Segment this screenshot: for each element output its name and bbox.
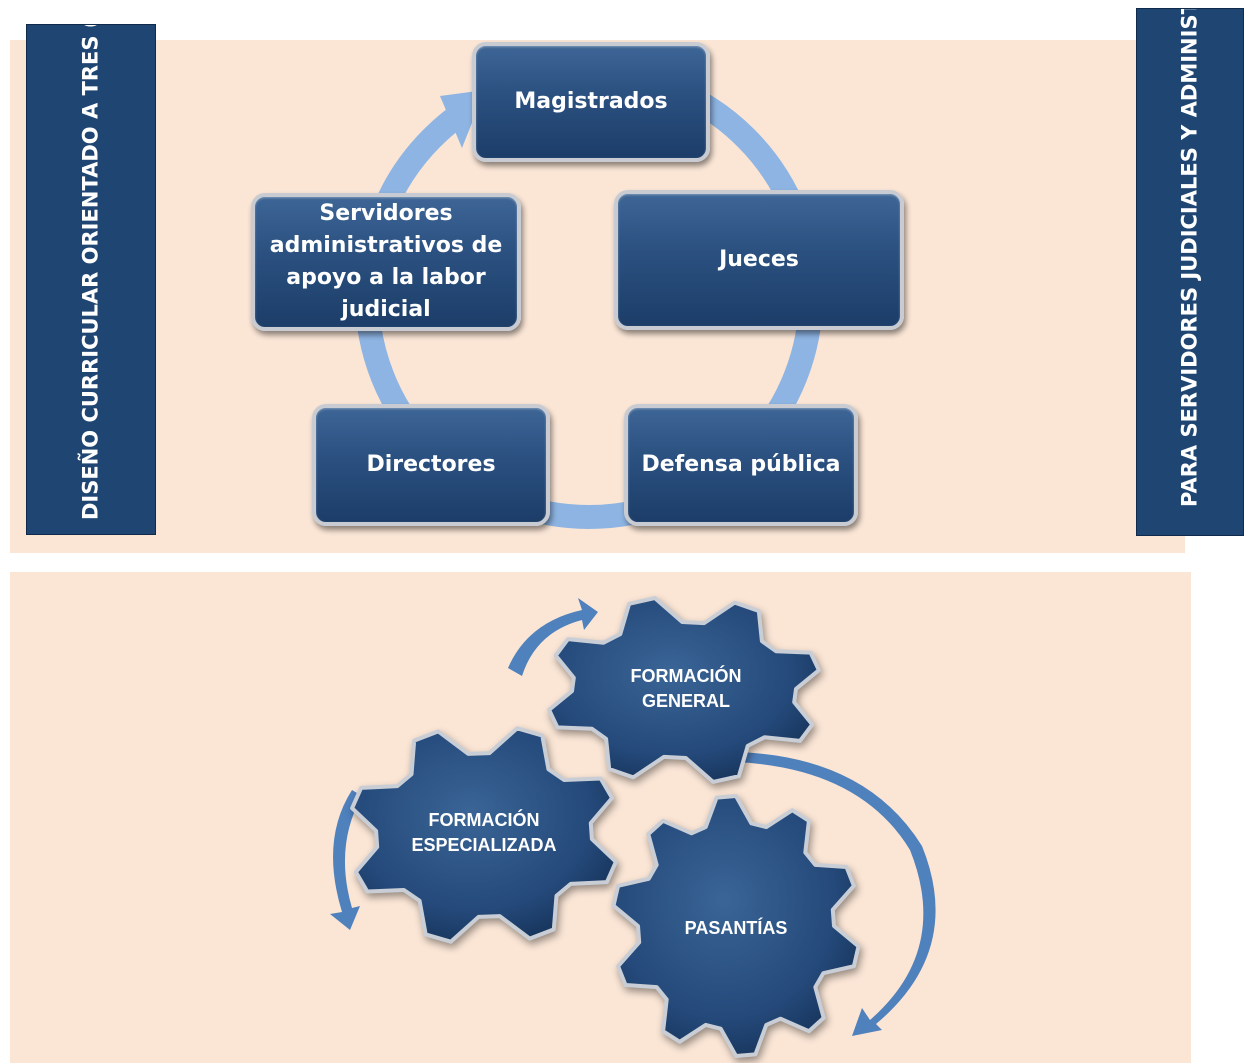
gear-formacion-general bbox=[547, 596, 821, 784]
node-jueces: Jueces bbox=[614, 190, 904, 330]
node-servidores-administrativos: Servidores administrativos de apoyo a la… bbox=[251, 193, 521, 331]
node-directores: Directores bbox=[312, 404, 550, 526]
gear-arrow-top bbox=[508, 598, 598, 676]
gear-formacion-especializada bbox=[350, 726, 618, 944]
gear-pasantias bbox=[611, 794, 861, 1058]
node-magistrados: Magistrados bbox=[472, 42, 710, 162]
node-defensa-publica: Defensa pública bbox=[624, 404, 858, 526]
gear-pasantias-label: PASANTÍAS bbox=[684, 918, 788, 938]
right-side-label: PARA SERVIDORES JUDICIALES Y ADMINISTRAT… bbox=[1136, 8, 1244, 536]
gear-formacion-general-label: FORMACIÓN GENERAL bbox=[630, 666, 742, 711]
left-side-label: DISEÑO CURRICULAR ORIENTADO A TRES (3) E… bbox=[26, 24, 156, 535]
gear-arrow-left bbox=[330, 790, 362, 930]
gear-formacion-especializada-label: FORMACIÓN ESPECIALIZADA bbox=[411, 810, 557, 855]
